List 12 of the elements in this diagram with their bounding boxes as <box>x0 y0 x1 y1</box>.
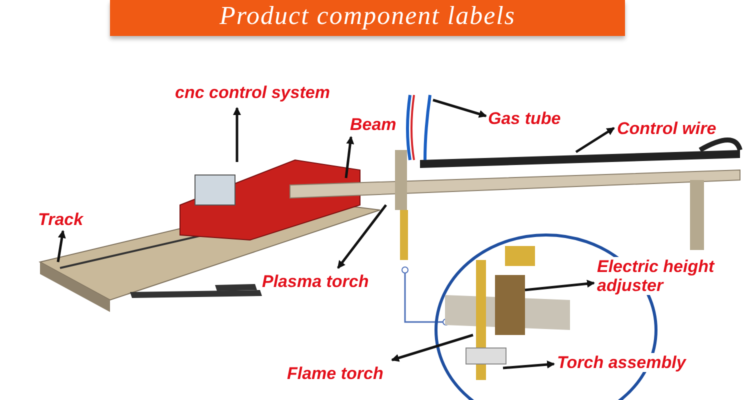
leader-arrow <box>524 280 595 292</box>
leader-arrow <box>56 230 66 262</box>
leader-arrow <box>337 204 387 269</box>
leader-arrow <box>233 107 241 162</box>
leader-arrow <box>344 136 354 178</box>
leader-arrow <box>432 98 487 118</box>
part-label: Torch assembly <box>557 353 686 372</box>
leader-arrow <box>391 334 474 362</box>
leader-arrow <box>502 360 555 370</box>
title-banner: Product component labels <box>110 0 625 36</box>
leader-arrow <box>575 126 615 154</box>
part-label: cnc control system <box>175 83 330 102</box>
